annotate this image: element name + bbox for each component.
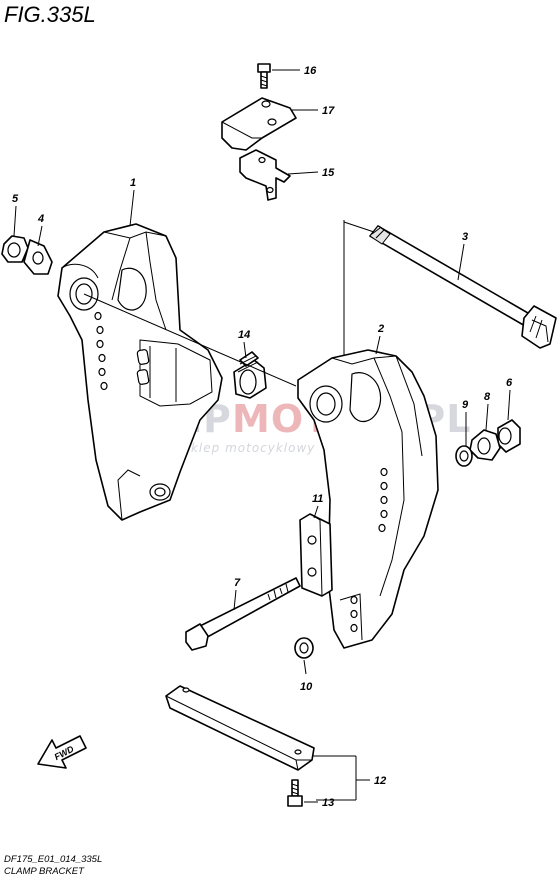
callout-13: 13 [322, 797, 334, 809]
leader-lines [13, 69, 511, 803]
part-14-bushing[interactable] [233, 351, 267, 399]
callout-1: 1 [130, 177, 136, 189]
adjust-holes-right [350, 467, 388, 633]
part-10-washer[interactable] [294, 637, 314, 659]
part-6-bush[interactable] [497, 419, 521, 453]
part-2-clamp-bracket[interactable] [297, 349, 439, 649]
callout-11: 11 [312, 493, 323, 505]
part-8-nut[interactable] [469, 429, 501, 461]
callout-9: 9 [462, 399, 469, 411]
callout-14: 14 [238, 329, 250, 341]
callout-4: 4 [37, 213, 44, 225]
part-3-tilt-shaft[interactable] [369, 225, 557, 349]
part-7-bolt[interactable] [185, 577, 301, 651]
callout-7: 7 [234, 577, 241, 589]
part-5-nut[interactable] [1, 235, 29, 263]
callout-labels: 1 2 3 4 5 6 7 8 9 10 11 12 13 14 15 16 1… [12, 65, 513, 809]
callout-16: 16 [304, 65, 317, 77]
part-11-plate[interactable] [299, 513, 333, 597]
callout-2: 2 [377, 323, 384, 335]
callout-10: 10 [300, 681, 313, 693]
callout-6: 6 [506, 377, 513, 389]
callout-15: 15 [322, 167, 335, 179]
part-1-clamp-bracket[interactable] [57, 223, 223, 521]
callout-17: 17 [322, 105, 335, 117]
part-13-bolt[interactable] [287, 779, 303, 807]
part-15-bracket-plate[interactable] [239, 149, 291, 201]
figure-title: FIG.335L [4, 2, 96, 27]
callout-12: 12 [374, 775, 386, 787]
part-9-washer[interactable] [455, 445, 473, 467]
callout-5: 5 [12, 193, 19, 205]
adjust-holes-left [94, 311, 108, 391]
part-12-anode-bar[interactable] [165, 685, 315, 771]
callout-3: 3 [462, 231, 468, 243]
fwd-arrow-icon: FWD [37, 735, 87, 769]
part-16-bolt[interactable] [257, 63, 271, 89]
callout-8: 8 [484, 391, 491, 403]
part-4-washer[interactable] [23, 239, 53, 275]
figure-caption: CLAMP BRACKET [4, 866, 84, 877]
figure-code: DF175_E01_014_335L [4, 854, 103, 865]
part-17-cover[interactable] [221, 97, 297, 151]
